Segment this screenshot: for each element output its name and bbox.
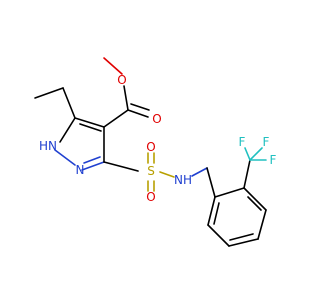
molecule-structure-diagram: O O HN N S O O NH F F F	[34, 57, 277, 247]
bond-ester-o	[123, 85, 129, 111]
atom-fluorine-3: F	[270, 153, 277, 167]
bond-n2-c3	[81, 161, 105, 171]
bond-ester-co-double	[130, 103, 150, 111]
bond-c4-ester	[103, 109, 129, 128]
bond-ar-5-6	[207, 224, 230, 247]
atom-o-carbonyl: O	[152, 112, 161, 126]
bond-n2-c3-double	[83, 156, 101, 164]
bond-c5-n1	[59, 117, 76, 143]
bond-ar-4-5-double	[229, 233, 254, 241]
bond-o-methyl	[103, 57, 123, 75]
atom-nh-ring: HN	[39, 139, 57, 153]
bond-ar-cf3	[243, 159, 251, 189]
bond-c3-s	[103, 161, 139, 172]
bond-ch2-aryl	[206, 167, 216, 198]
bond-c-f2	[249, 147, 263, 161]
bond-c5-c4	[74, 117, 105, 128]
atom-fluorine-1: F	[239, 135, 246, 149]
atom-fluorine-2: F	[263, 135, 270, 149]
bond-n-ch2	[191, 167, 208, 177]
bond-ar-6-1	[207, 196, 216, 226]
bond-layer	[34, 57, 267, 247]
atom-o-ether: O	[117, 73, 126, 87]
atom-sulfur: S	[147, 164, 155, 178]
bond-ethyl-ch2	[62, 87, 76, 119]
bond-c-f1	[244, 147, 251, 161]
bond-ar-2-3	[243, 187, 267, 211]
bond-ethyl-ch3	[34, 87, 64, 99]
bond-s-n	[159, 171, 175, 178]
bond-n1-n2	[54, 149, 76, 166]
bond-ester-co	[127, 109, 149, 118]
bond-ar-1-2	[214, 187, 245, 198]
atom-n-ring: N	[76, 163, 85, 177]
atom-nh-sulfonamide: NH	[174, 173, 192, 187]
atom-o-sulfonyl-top: O	[146, 140, 155, 154]
bond-c5-c4-double	[79, 123, 102, 132]
bond-ar-4-5	[228, 238, 259, 247]
bond-ar-3-4	[257, 209, 267, 240]
atom-label-layer: O O HN N S O O NH F F F	[39, 73, 277, 204]
bond-ar-6-1-double	[213, 202, 220, 225]
bond-ar-2-3-double	[247, 196, 262, 211]
atom-o-sulfonyl-bottom: O	[146, 190, 155, 204]
